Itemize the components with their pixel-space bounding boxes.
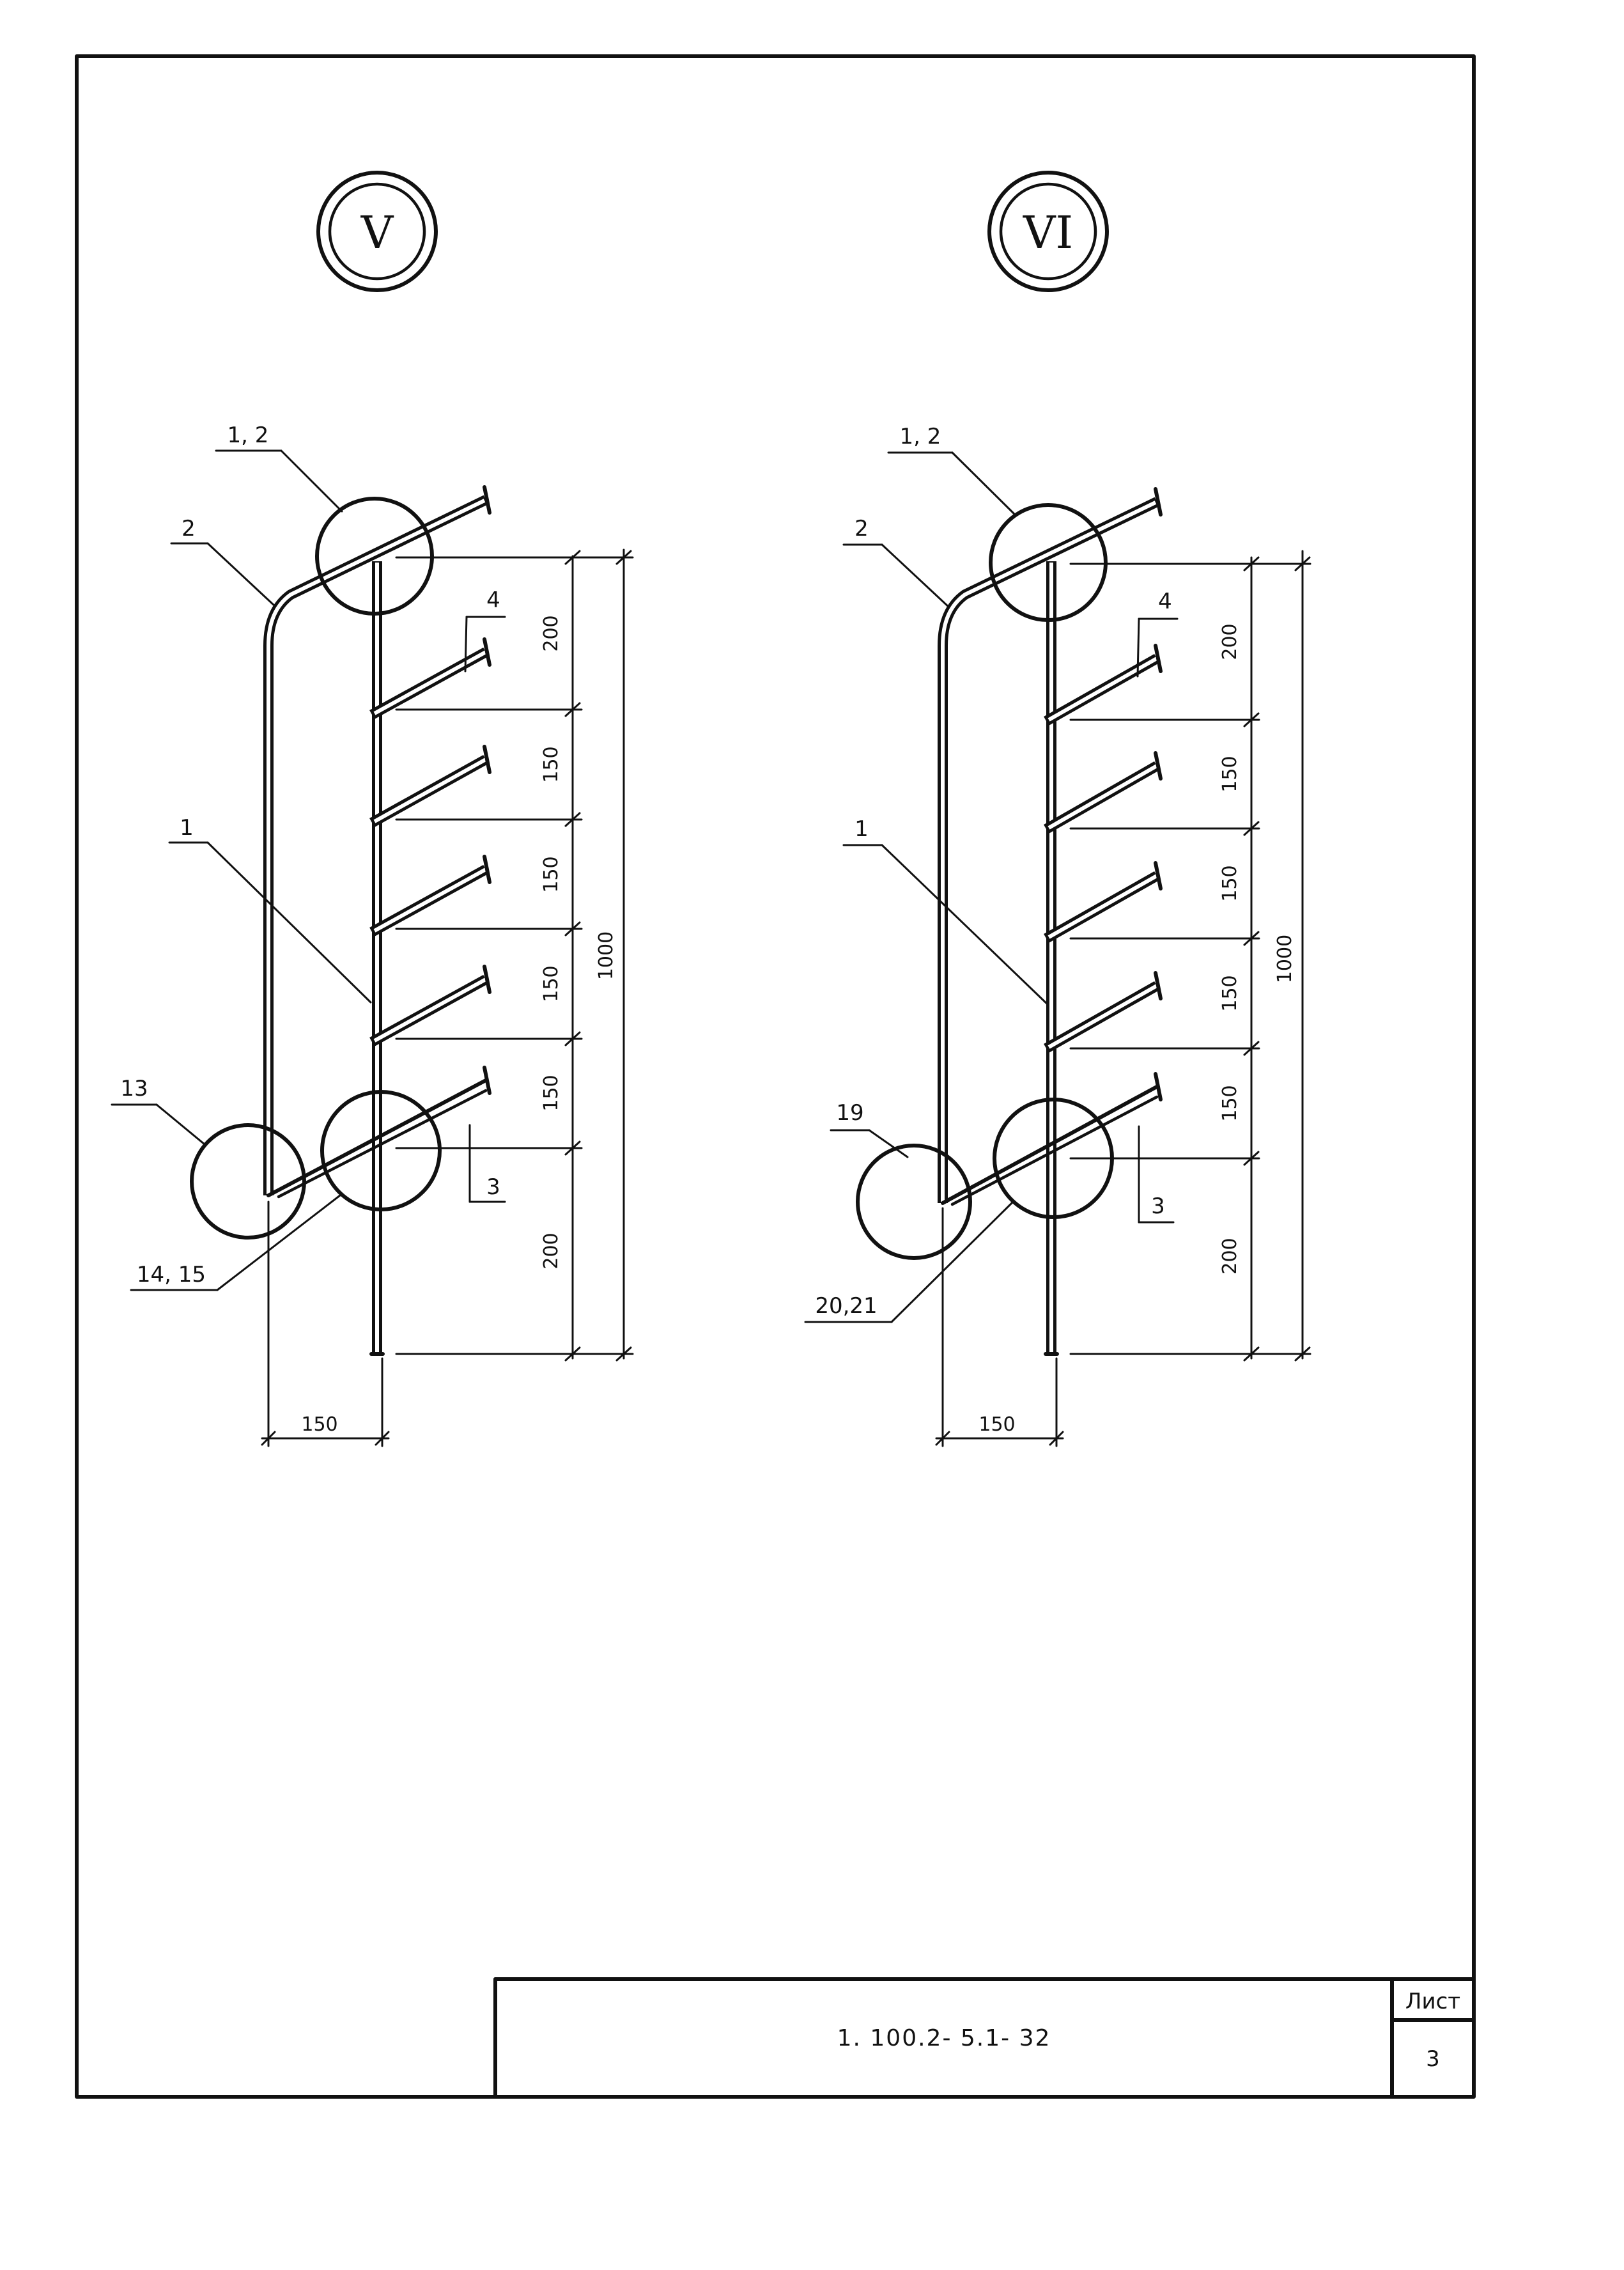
view-v-title: V [360,206,394,259]
view-vi-callout-main-post: 1 [842,816,1049,1006]
view-vi-dim-1: 200 [1219,623,1241,660]
view-vi-rung [1044,751,1163,834]
svg-text:20,21: 20,21 [815,1293,877,1319]
svg-text:1, 2: 1, 2 [228,423,269,448]
view-v-callout-outer-bar: 2 [170,516,276,607]
view-vi-dim-6: 200 [1219,1238,1241,1274]
view-v-detail-circle-left [190,1123,306,1240]
view-v-dim-2: 150 [540,746,562,782]
svg-text:1, 2: 1, 2 [900,424,941,449]
view-v-title-marker: V [316,171,438,292]
view-vi-rung [1044,644,1163,726]
svg-text:4: 4 [486,587,500,613]
sheet-frame [75,54,1476,2099]
view-v-callout-left-detail: 13 [111,1076,206,1146]
view-v-dimension-chain: 200 150 150 150 150 200 1000 [395,548,634,1362]
view-v-dim-6: 200 [540,1232,562,1269]
view-v-callout-bottom-rung: 3 [468,1124,506,1203]
svg-text:2: 2 [182,516,196,541]
view-vi-detail-circle-left [856,1144,972,1260]
view-v-main-post [369,561,385,1356]
view-vi-rung [1044,971,1163,1053]
view-vi-dim-width: 150 [978,1413,1015,1436]
view-v-rungs [369,485,491,1095]
svg-text:13: 13 [120,1076,148,1101]
view-vi-width-dimension: 150 [935,1207,1064,1447]
view-vi-rung [1044,861,1163,943]
svg-text:19: 19 [836,1100,863,1126]
view-vi-callout-rung: 4 [1136,589,1179,678]
view-vi-dim-total: 1000 [1274,935,1296,983]
svg-text:1: 1 [855,816,869,842]
svg-text:1: 1 [180,815,194,841]
view-vi-callout-bottom-rung: 3 [1138,1125,1175,1224]
view-v-dim-3: 150 [540,856,562,892]
view-v-rung [369,637,491,720]
view-v-callout-rung: 4 [464,587,506,672]
view-vi-callout-bottom-detail: 20,21 [804,1201,1014,1323]
svg-text:4: 4 [1158,589,1172,614]
view-v-callout-bottom-detail: 14, 15 [130,1194,341,1291]
view-v-dim-total: 1000 [595,931,617,980]
view-vi-dim-4: 150 [1219,975,1241,1011]
view-vi-callout-top-detail: 1, 2 [887,424,1016,516]
sheet-label: Лист [1405,1989,1460,2014]
view-vi-title-marker: VI [987,171,1109,292]
svg-text:2: 2 [855,516,869,541]
view-vi-dim-2: 150 [1219,756,1241,792]
view-v-dim-1: 200 [540,615,562,651]
view-v-rung [369,745,491,827]
view-vi-dimension-chain: 200 150 150 150 150 200 1000 [1069,550,1311,1362]
svg-text:3: 3 [1151,1193,1165,1219]
view-v: V [111,171,634,1447]
view-v-callout-top-detail: 1, 2 [215,423,343,513]
view-v-detail-circle-top [315,497,434,616]
view-vi-title: VI [1023,206,1073,259]
document-code: 1. 100.2- 5.1- 32 [837,2025,1051,2051]
view-v-rung [369,965,491,1047]
svg-text:14, 15: 14, 15 [137,1262,206,1287]
sheet-number: 3 [1426,2046,1440,2072]
view-v-width-dimension: 150 [261,1201,390,1447]
view-vi-outer-bar [938,497,1159,1206]
view-vi: VI [804,171,1311,1447]
view-vi-detail-circle-top [989,503,1108,622]
view-v-callout-main-post: 1 [168,815,372,1004]
title-block: 1. 100.2- 5.1- 32 Лист 3 [493,1977,1476,2099]
view-vi-callout-left-detail: 19 [830,1100,909,1158]
view-vi-callout-outer-bar: 2 [842,516,950,609]
view-vi-dim-5: 150 [1219,1085,1241,1121]
view-v-dim-width: 150 [301,1413,337,1436]
view-v-rung [369,855,491,937]
view-vi-dim-3: 150 [1219,865,1241,901]
view-v-dim-4: 150 [540,965,562,1002]
view-vi-main-post [1044,561,1059,1356]
view-v-detail-circle-bottom [320,1090,442,1211]
view-v-dim-5: 150 [540,1075,562,1111]
svg-text:3: 3 [486,1174,500,1200]
